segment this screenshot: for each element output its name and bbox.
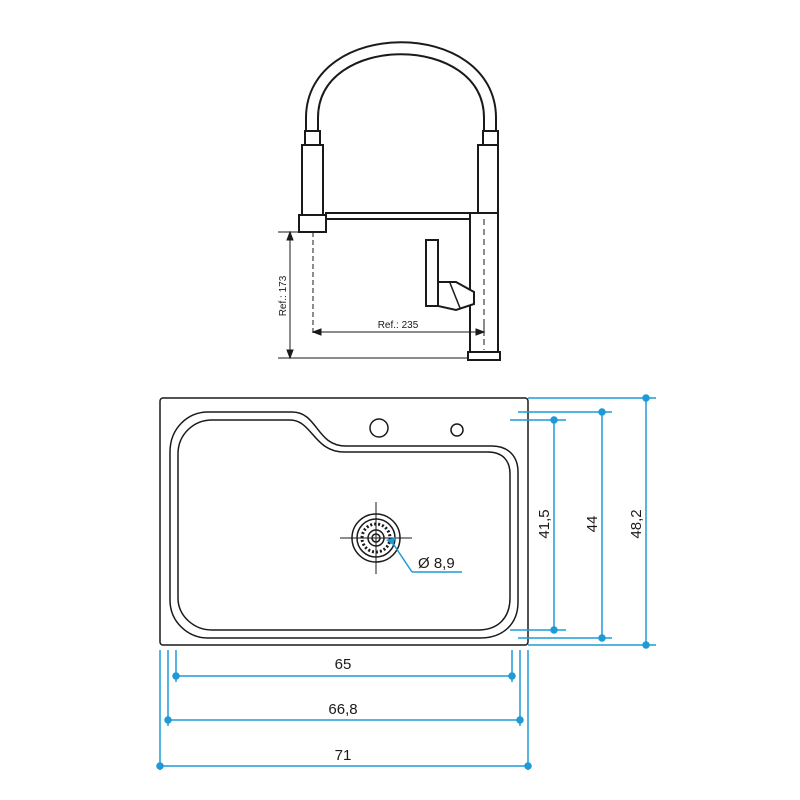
sink-bowl-outer	[169, 411, 519, 639]
sink-bowl-inner	[177, 419, 511, 631]
faucet-height-label: Ref.: 173	[278, 275, 289, 316]
sink-depth-dimensions	[510, 394, 656, 649]
sink-width-dimensions	[156, 650, 532, 770]
faucet-reach-label: Ref.: 235	[378, 320, 419, 331]
tap-hole-main	[369, 418, 389, 438]
depth-total-label: 48,2	[628, 509, 645, 538]
faucet-hose-inner	[307, 43, 495, 132]
faucet-spray-nozzle	[298, 214, 327, 233]
faucet-spray-body	[301, 144, 324, 216]
faucet-spray-head	[304, 130, 321, 146]
sink-outer-rim	[159, 397, 529, 646]
faucet-dock-collar	[482, 130, 499, 146]
drain-callout	[386, 537, 462, 573]
faucet-base	[467, 351, 501, 361]
depth-bowl-label: 44	[584, 516, 601, 533]
drain-diameter-label: Ø 8,9	[418, 555, 455, 572]
faucet-arm	[325, 212, 479, 220]
tap-hole-secondary	[450, 423, 464, 437]
depth-inner-label: 41,5	[536, 509, 553, 538]
drain	[340, 502, 412, 574]
width-total-label: 71	[335, 747, 352, 764]
faucet-dock	[477, 144, 499, 214]
sink	[159, 397, 529, 646]
faucet	[298, 41, 501, 361]
width-inner-label: 65	[335, 656, 352, 673]
faucet-dimensions	[278, 230, 486, 360]
width-bowl-label: 66,8	[328, 701, 357, 718]
faucet-lever	[425, 239, 439, 307]
